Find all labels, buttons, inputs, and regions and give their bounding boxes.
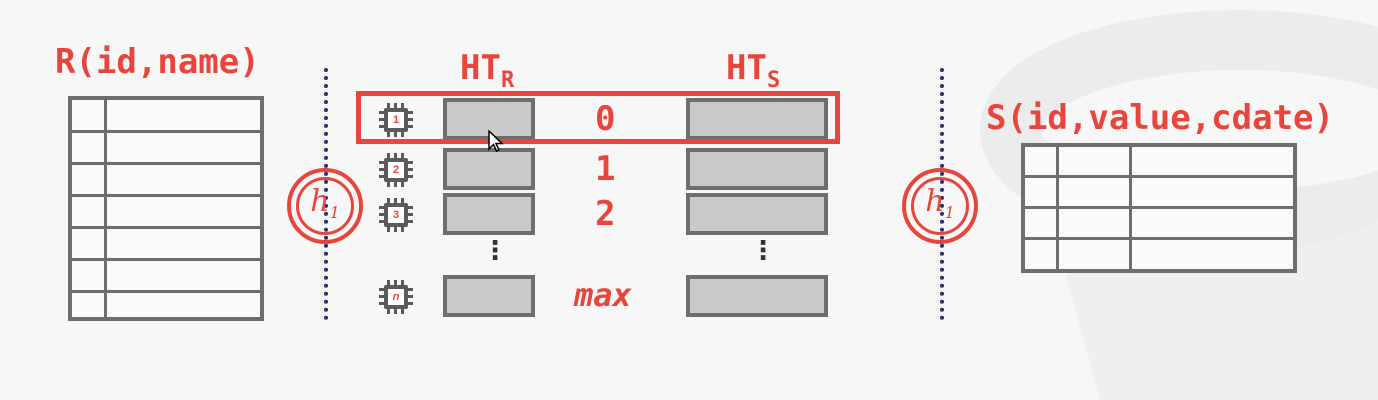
ht-r-bucket [443, 148, 535, 190]
ht-s-title: HTS [726, 48, 780, 93]
ellipsis-ht-s: ⋮ [750, 236, 776, 266]
ht-s-bucket [686, 275, 828, 317]
ht-s-subscript: S [766, 67, 781, 93]
partition-index: 0 [595, 99, 616, 139]
cpu-core-icon: 2 [378, 152, 414, 188]
table-r-title: R(id,name) [55, 42, 260, 82]
ht-s-bucket [686, 98, 828, 140]
ht-r-label: HT [460, 48, 501, 88]
ht-r-bucket [443, 193, 535, 235]
partition-index: max [574, 276, 632, 314]
cpu-core-label: n [388, 289, 404, 305]
table-r [68, 96, 264, 321]
ht-r-subscript: R [500, 67, 515, 93]
ht-s-bucket [686, 193, 828, 235]
partition-index: 2 [595, 194, 616, 234]
cpu-core-icon: 1 [378, 102, 414, 138]
partition-0-highlight [356, 91, 840, 144]
cpu-core-label: 2 [388, 162, 404, 178]
ht-r-bucket [443, 275, 535, 317]
mouse-cursor-icon [488, 130, 504, 152]
ht-s-label: HT [726, 48, 767, 88]
cpu-core-label: 3 [388, 207, 404, 223]
ht-r-title: HTR [460, 48, 514, 93]
cpu-core-icon: 3 [378, 197, 414, 233]
cpu-core-icon: n [378, 279, 414, 315]
ht-s-bucket [686, 148, 828, 190]
hash-function-sub: 1 [944, 203, 955, 222]
hash-function-left: h1 [287, 168, 363, 244]
hash-function-name: h [310, 184, 330, 219]
hash-function-sub: 1 [329, 203, 340, 222]
ellipsis-ht-r: ⋮ [482, 236, 508, 266]
partition-index: 1 [595, 149, 616, 189]
cpu-core-label: 1 [388, 112, 404, 128]
table-s-title: S(id,value,cdate) [986, 98, 1334, 138]
hash-function-right: h1 [902, 168, 978, 244]
table-s [1021, 143, 1297, 273]
hash-function-name: h [925, 184, 945, 219]
